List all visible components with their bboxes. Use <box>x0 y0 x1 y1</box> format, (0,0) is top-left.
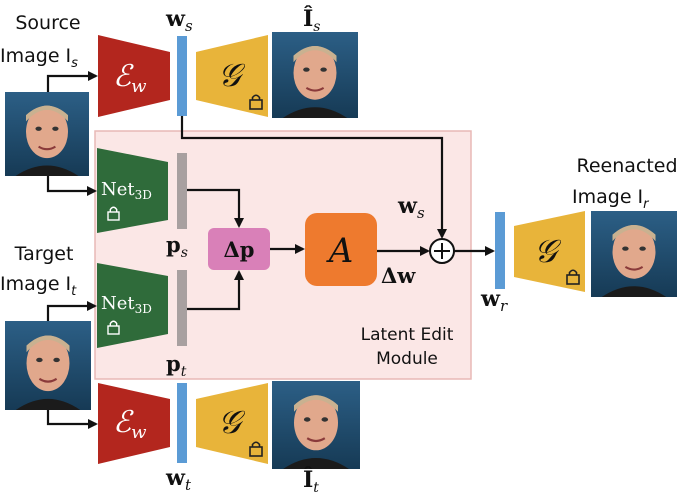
generator-bottom <box>196 383 268 464</box>
target-label-line1: Target <box>14 243 74 265</box>
reenacted-label-line1: Reenacted <box>576 155 677 177</box>
encoder-top-label: ℰw <box>113 59 147 97</box>
reconstructed-source-image <box>272 32 358 118</box>
delta-w-label: Δw <box>381 263 416 288</box>
a-label: A <box>326 231 354 271</box>
source-image <box>5 92 89 176</box>
module-label-line1: Latent Edit <box>361 325 454 345</box>
ws-top-label: ws <box>165 6 193 35</box>
ps-label: ps <box>166 232 188 261</box>
arrow-ws-to-sum <box>180 116 447 239</box>
arrow-ps-to-deltap <box>187 188 244 228</box>
arrow-pt-to-deltap <box>187 270 244 311</box>
wr-label: wr <box>480 286 508 315</box>
lock-icon <box>249 441 263 457</box>
reconstructed-target-image <box>272 381 360 469</box>
encoder-bottom <box>98 383 170 464</box>
net3d-top-label: Net3D <box>101 179 152 202</box>
encoder-top <box>98 35 170 117</box>
net3d-bottom <box>97 263 168 348</box>
a-box <box>305 213 377 286</box>
arrow-source-to-net3d <box>46 176 97 196</box>
generator-top <box>196 35 268 117</box>
source-label-line2: Image Is <box>0 45 78 71</box>
arrow-source-to-encoder <box>46 71 98 92</box>
encoder-bottom-label: ℰw <box>113 405 147 443</box>
module-label-line2: Module <box>376 349 438 369</box>
ws-mid-label: ws <box>397 193 425 222</box>
arrows <box>46 71 495 429</box>
target-label-line2: Image It <box>0 273 77 299</box>
latent-bar-wt <box>177 383 187 463</box>
ihat-t-label: Ît <box>303 466 319 494</box>
pt-label: pt <box>166 351 187 380</box>
reenacted-image <box>591 211 677 297</box>
delta-p-box <box>208 228 270 270</box>
target-image <box>5 321 91 410</box>
reenacted-label-line2: Image Ir <box>572 186 650 212</box>
latent-bar-ws-top <box>177 36 187 116</box>
latent-bar-wr <box>495 212 505 289</box>
lock-icon <box>249 94 263 110</box>
delta-p-label: Δp <box>224 237 255 262</box>
p-bar-pt <box>177 270 187 346</box>
lock-icon <box>566 269 580 285</box>
net3d-bottom-label: Net3D <box>101 293 152 316</box>
generator-right <box>514 211 585 292</box>
source-label-line1: Source <box>15 12 80 34</box>
ihat-s-label: Îs <box>303 5 320 35</box>
p-bar-ps <box>177 153 187 229</box>
lock-icon <box>107 206 120 221</box>
arrow-target-to-encoder <box>46 410 98 429</box>
wt-label: wt <box>165 465 192 494</box>
arrow-target-to-net3d <box>46 301 97 321</box>
lock-icon <box>107 320 120 335</box>
